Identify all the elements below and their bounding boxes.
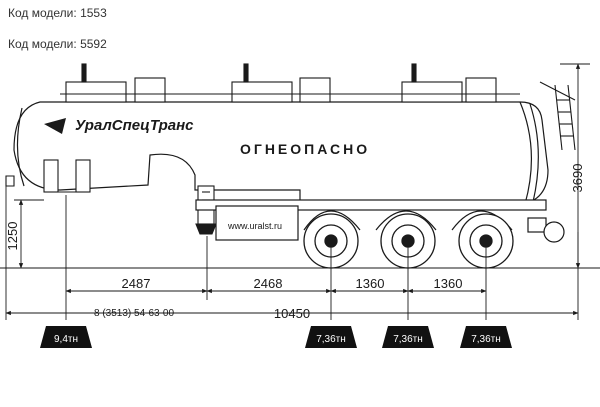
model-code-1-label: Код модели: xyxy=(8,6,77,20)
tank-supports xyxy=(5,159,91,193)
dimension-lines xyxy=(5,63,590,320)
dim-height-fifth-wheel: 1250 xyxy=(5,222,20,251)
load-box-axle-1: 7,36тн xyxy=(305,326,357,348)
tank-body xyxy=(13,101,549,206)
load-axle-1: 7,36тн xyxy=(316,334,346,345)
model-code-2: Код модели: 5592 xyxy=(8,37,107,51)
axle-loads: 9,4тн 7,36тн 7,36тн 7,36тн xyxy=(40,326,512,348)
dim-axle-spacing-2: 1360 xyxy=(434,276,463,291)
brand-mark-icon xyxy=(44,118,66,134)
brand-logo: УралСпецТранс xyxy=(75,117,194,134)
website-label: www.uralst.ru xyxy=(227,221,282,231)
hazard-label: ОГНЕОПАСНО xyxy=(240,141,370,157)
rear-ladder xyxy=(539,81,576,151)
load-kingpin: 9,4тн xyxy=(54,334,78,345)
model-code-1-value: 1553 xyxy=(80,6,107,20)
chassis-frame xyxy=(195,199,565,243)
load-axle-2: 7,36тн xyxy=(393,334,423,345)
load-box-axle-2: 7,36тн xyxy=(382,326,434,348)
dim-height-total: 3690 xyxy=(570,164,585,193)
model-code-2-label: Код модели: xyxy=(8,37,77,51)
wheels xyxy=(303,213,514,269)
dim-overall-length: 10450 xyxy=(274,306,310,321)
dim-axle-spacing-1: 1360 xyxy=(356,276,385,291)
dim-kingpin-to-leg: 2487 xyxy=(122,276,151,291)
tank-hatches xyxy=(60,63,520,103)
load-box-kingpin: 9,4тн xyxy=(40,326,92,348)
load-axle-3: 7,36тн xyxy=(471,334,501,345)
load-box-axle-3: 7,36тн xyxy=(460,326,512,348)
phone-prefix: 8 (3513) 54-63-00 xyxy=(94,308,174,319)
dim-leg-to-axle: 2468 xyxy=(254,276,283,291)
model-code-1: Код модели: 1553 xyxy=(8,6,107,20)
model-code-2-value: 5592 xyxy=(80,37,107,51)
